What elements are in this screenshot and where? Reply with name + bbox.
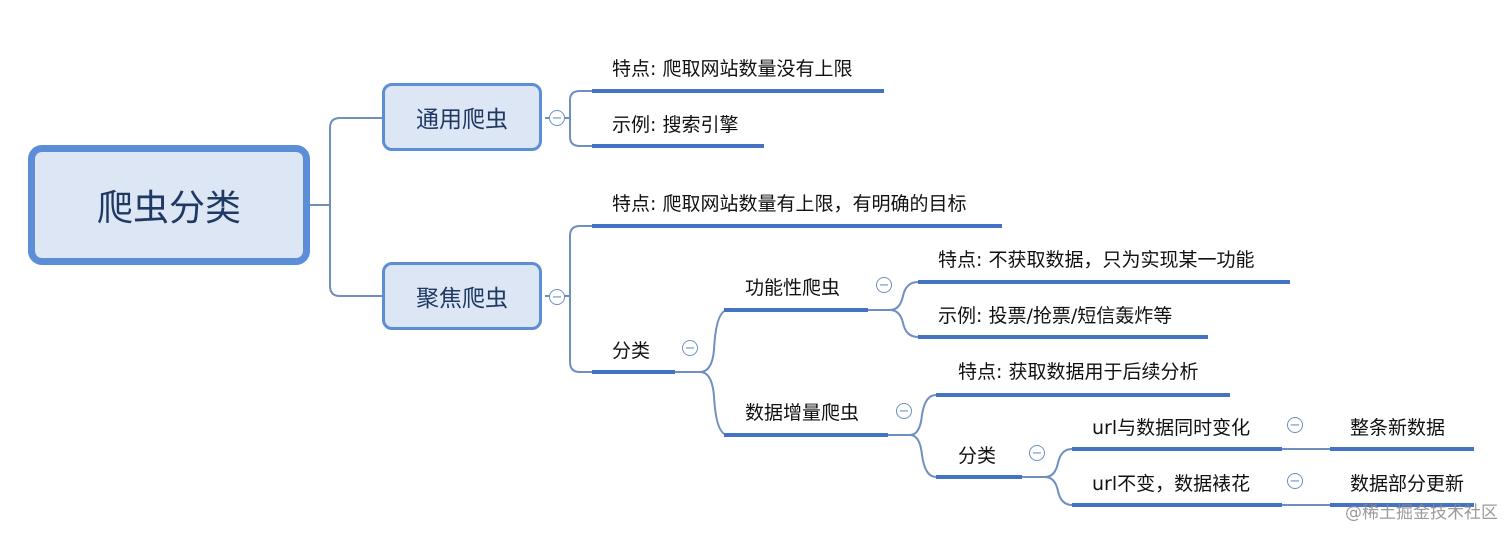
incremental-category-underline <box>936 475 1022 479</box>
functional-example-underline <box>918 335 1208 339</box>
watermark: @稀土掘金技术社区 <box>1345 503 1498 523</box>
functional-feature-label: 特点: 不获取数据，只为实现某一功能 <box>938 249 1255 271</box>
case-a-result-label: 整条新数据 <box>1350 417 1446 439</box>
general-example-label: 示例: 搜索引擎 <box>612 114 739 136</box>
incremental-feature-label: 特点: 获取数据用于后续分析 <box>958 361 1199 383</box>
minus-icon: − <box>551 110 563 126</box>
incremental-collapse-toggle[interactable]: − <box>896 403 912 419</box>
focused-crawler-label: 聚焦爬虫 <box>416 286 508 312</box>
case-a-underline <box>1072 447 1282 451</box>
functional-crawler-label: 功能性爬虫 <box>745 277 841 299</box>
incremental-feature-underline <box>936 393 1230 397</box>
case-a-result-underline <box>1330 447 1474 451</box>
incremental-crawler-underline <box>724 433 888 437</box>
minus-icon: − <box>898 403 910 419</box>
focused-collapse-toggle[interactable]: − <box>549 289 565 305</box>
incremental-crawler-label: 数据增量爬虫 <box>745 402 860 424</box>
functional-collapse-toggle[interactable]: − <box>876 277 892 293</box>
case-b-result-underline <box>1330 503 1474 507</box>
minus-icon: − <box>878 277 890 293</box>
incremental-category-collapse-toggle[interactable]: − <box>1029 445 1045 461</box>
general-example-underline <box>592 144 764 148</box>
general-feature-underline <box>592 89 884 93</box>
general-collapse-toggle[interactable]: − <box>549 110 565 126</box>
root-node[interactable]: 爬虫分类 <box>28 145 310 265</box>
root-label: 爬虫分类 <box>96 188 241 229</box>
general-feature-label: 特点: 爬取网站数量没有上限 <box>612 58 853 80</box>
case-b-underline <box>1072 503 1282 507</box>
case-a-collapse-toggle[interactable]: − <box>1287 417 1303 433</box>
minus-icon: − <box>1289 417 1301 433</box>
focused-feature-label: 特点: 爬取网站数量有上限，有明确的目标 <box>612 193 967 215</box>
focused-feature-underline <box>592 224 1002 228</box>
focused-category-underline <box>592 370 675 374</box>
minus-icon: − <box>551 289 563 305</box>
focused-category-label: 分类 <box>612 340 651 362</box>
functional-crawler-underline <box>724 308 868 312</box>
functional-feature-underline <box>918 280 1290 284</box>
case-b-result-label: 数据部分更新 <box>1350 473 1465 495</box>
minus-icon: − <box>684 340 696 356</box>
general-crawler-node[interactable]: 通用爬虫 <box>382 83 542 151</box>
general-crawler-label: 通用爬虫 <box>416 107 508 133</box>
focused-category-collapse-toggle[interactable]: − <box>682 340 698 356</box>
incremental-category-label: 分类 <box>958 445 997 467</box>
functional-example-label: 示例: 投票/抢票/短信轰炸等 <box>938 305 1173 327</box>
case-a-label: url与数据同时变化 <box>1092 417 1251 439</box>
minus-icon: − <box>1289 473 1301 489</box>
case-b-collapse-toggle[interactable]: − <box>1287 473 1303 489</box>
minus-icon: − <box>1031 445 1043 461</box>
focused-crawler-node[interactable]: 聚焦爬虫 <box>382 262 542 330</box>
case-b-label: url不变，数据裱花 <box>1092 473 1251 495</box>
